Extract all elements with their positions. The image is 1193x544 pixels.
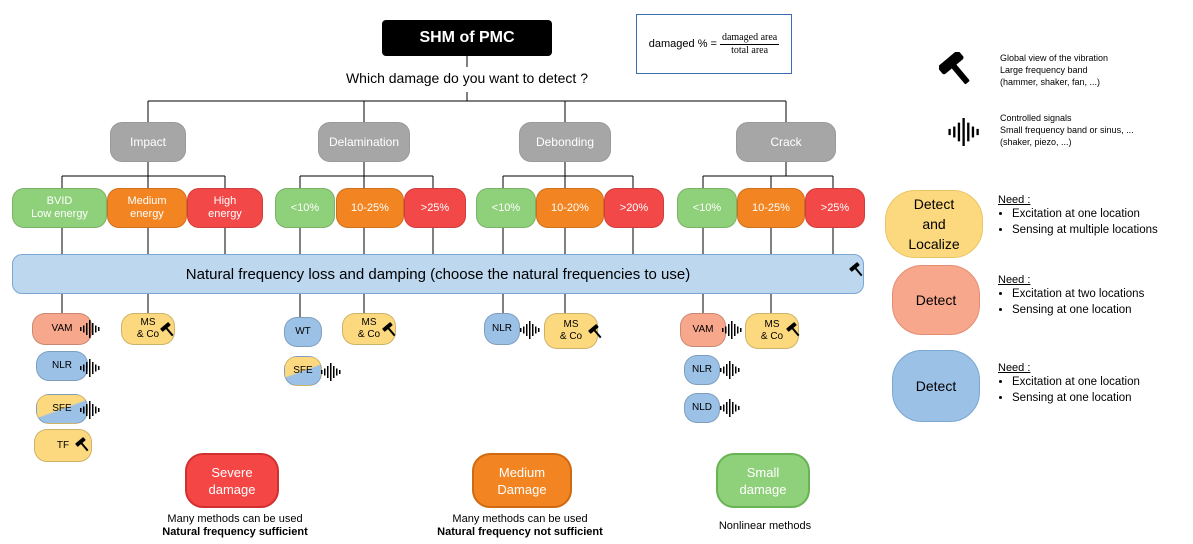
impact-level-low: BVID Low energy [12, 188, 107, 228]
signal-icon [80, 320, 100, 338]
signal-icon [722, 321, 742, 339]
delamination-level-low: <10% [275, 188, 335, 228]
node-debonding: Debonding [519, 122, 611, 162]
formula-numerator: damaged area [719, 31, 780, 45]
impact-level-high: High energy [187, 188, 263, 228]
crack-level-low: <10% [677, 188, 737, 228]
debonding-level-high: >20% [604, 188, 664, 228]
debonding-level-low: <10% [476, 188, 536, 228]
signal-icon [80, 359, 100, 377]
legend-need-two-excitations: Need : Excitation at two locations Sensi… [998, 274, 1193, 330]
signal-icon [321, 363, 341, 381]
medium-damage-note: Many methods can be used Natural frequen… [437, 513, 603, 538]
diagram-title: SHM of PMC [382, 20, 552, 56]
hammer-legend-text: Global view of the vibration Large frequ… [1000, 53, 1109, 87]
natural-frequency-bar: Natural frequency loss and damping (choo… [12, 254, 864, 294]
small-damage-note: Nonlinear methods [718, 520, 812, 532]
formula-fraction: damaged area total area [719, 31, 780, 57]
formula-lhs: damaged % = [648, 38, 717, 50]
formula-denominator: total area [731, 44, 769, 56]
signal-legend-text: Controlled signals Small frequency band … [1000, 113, 1134, 147]
signal-icon [720, 399, 740, 417]
signal-icon [720, 361, 740, 379]
legend-detect-localize: Detect and Localize [885, 190, 983, 258]
impact-level-medium: Medium energy [107, 188, 187, 228]
hammer-icon [786, 322, 800, 337]
signal-icon [520, 321, 540, 339]
severe-damage-box: Severe damage [185, 453, 279, 508]
legend-need-localize: Need : Excitation at one location Sensin… [998, 194, 1193, 250]
hammer-icon [160, 322, 174, 337]
method-sfe: SFE [36, 394, 88, 424]
question-text: Which damage do you want to detect ? [345, 70, 589, 86]
hammer-icon [939, 52, 970, 85]
bar-label: Natural frequency loss and damping (choo… [185, 265, 691, 283]
legend-need-one-excitation: Need : Excitation at one location Sensin… [998, 362, 1193, 418]
hammer-icon [75, 437, 89, 452]
crack-level-high: >25% [805, 188, 865, 228]
medium-damage-box: Medium Damage [472, 453, 572, 508]
formula-box: damaged % = damaged area total area [636, 14, 792, 74]
method-nld: NLD [684, 393, 720, 423]
method-sfe: SFE [284, 356, 322, 386]
small-damage-box: Small damage [716, 453, 810, 508]
signal-icon [948, 118, 979, 146]
debonding-level-medium: 10-20% [536, 188, 604, 228]
legend-detect-one-excitation: Detect [892, 350, 980, 422]
node-delamination: Delamination [318, 122, 410, 162]
node-impact: Impact [110, 122, 186, 162]
method-ms-and-co: MS & Co [745, 313, 799, 349]
method-wt: WT [284, 317, 322, 347]
hammer-icon [588, 324, 602, 339]
method-vam: VAM [680, 313, 726, 347]
hammer-icon [382, 322, 396, 337]
method-nlr: NLR [684, 355, 720, 385]
node-crack: Crack [736, 122, 836, 162]
severe-damage-note: Many methods can be used Natural frequen… [162, 513, 308, 538]
legend-detect-two-excitations: Detect [892, 265, 980, 335]
method-nlr: NLR [484, 313, 520, 345]
signal-icon [80, 401, 100, 419]
delamination-level-high: >25% [404, 188, 466, 228]
method-vam: VAM [32, 313, 92, 345]
delamination-level-medium: 10-25% [336, 188, 404, 228]
crack-level-medium: 10-25% [737, 188, 805, 228]
hammer-icon [849, 262, 863, 277]
